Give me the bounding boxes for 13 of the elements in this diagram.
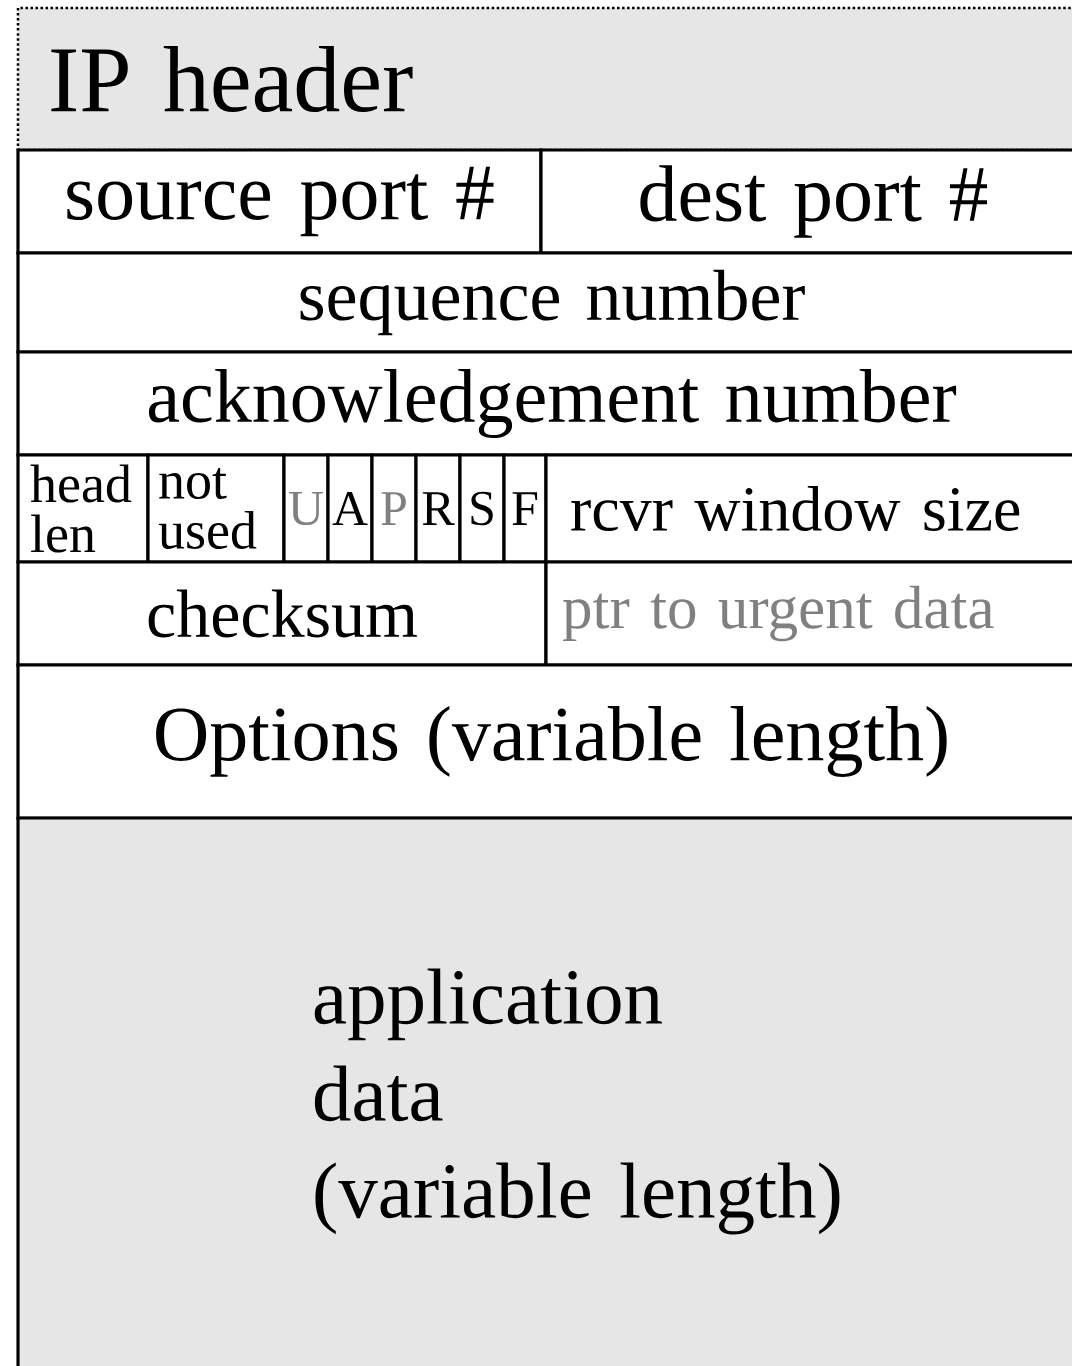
- data-area: application data (variable length): [16, 816, 1072, 1366]
- header-band: IP header: [16, 6, 1072, 152]
- field-cell: dest port #: [539, 148, 1072, 255]
- field-cell: sequence number: [16, 251, 1072, 354]
- flag-cell: P: [370, 453, 418, 564]
- flag-cell: S: [458, 453, 506, 564]
- flag-cell: F: [502, 453, 548, 564]
- flag-cell: A: [326, 453, 374, 564]
- flag-cell: R: [414, 453, 462, 564]
- flag-cell: U: [282, 453, 330, 564]
- field-cell: ptr to urgent data: [544, 560, 1072, 667]
- field-cell: head len: [16, 453, 150, 564]
- field-cell: source port #: [16, 148, 543, 255]
